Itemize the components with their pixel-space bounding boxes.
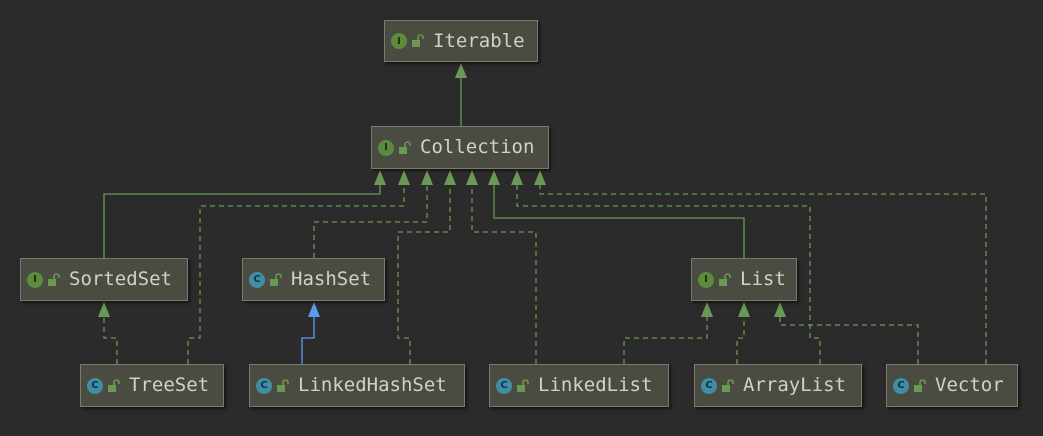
node-arraylist[interactable]: C ArrayList [694, 364, 862, 407]
arrowhead-sortedset-to-collection [374, 170, 386, 185]
arrowhead-treeset-to-sortedset [98, 302, 110, 317]
node-label: Collection [420, 136, 535, 158]
class-icon: C [87, 377, 103, 394]
interface-icon: I [698, 271, 714, 288]
edge-arraylist-to-list [736, 317, 745, 364]
arrowhead-linkedhashset-to-collection [444, 170, 456, 185]
node-label: ArrayList [743, 374, 846, 396]
node-label: List [740, 268, 786, 290]
edge-hashset-to-collection [313, 185, 428, 258]
interface-icon: I [391, 33, 407, 49]
edge-linkedlist-to-collection [471, 185, 537, 364]
class-icon: C [256, 377, 272, 394]
edge-vector-to-list [779, 317, 919, 364]
node-label: Iterable [433, 29, 525, 52]
interface-icon: I [378, 139, 394, 156]
arrowhead-hashset-to-collection [421, 170, 433, 185]
node-label: LinkedHashSet [298, 374, 447, 396]
node-treeset[interactable]: C TreeSet [80, 364, 224, 407]
lock-open-icon [108, 378, 120, 392]
lock-open-icon [270, 272, 282, 286]
arrowhead-treeset-to-collection [398, 170, 410, 185]
arrowhead-vector-to-list [774, 302, 786, 317]
lock-open-icon [48, 272, 60, 286]
node-list[interactable]: I List [691, 258, 797, 301]
lock-open-icon [277, 378, 289, 392]
node-vector[interactable]: C Vector [886, 364, 1018, 407]
node-label: TreeSet [129, 374, 210, 396]
lock-open-icon [412, 34, 424, 47]
lock-open-icon [914, 378, 926, 392]
edge-linkedhashset-to-hashset [301, 317, 315, 364]
node-hashset[interactable]: C HashSet [242, 258, 385, 301]
arrowhead-linkedlist-to-list [701, 302, 713, 317]
edge-treeset-to-sortedset [103, 317, 118, 364]
node-linkedhashset[interactable]: C LinkedHashSet [249, 364, 465, 407]
arrowhead-vector-to-collection [534, 170, 546, 185]
edge-linkedhashset-to-collection [397, 185, 451, 364]
lock-open-icon [517, 378, 529, 392]
arrowhead-arraylist-to-collection [511, 170, 523, 185]
node-label: HashSet [291, 268, 372, 290]
node-label: Vector [935, 374, 1004, 396]
class-icon: C [893, 377, 909, 394]
edge-sortedset-to-collection [103, 185, 381, 258]
node-label: LinkedList [538, 374, 653, 396]
node-sortedset[interactable]: I SortedSet [20, 258, 188, 301]
edge-linkedlist-to-list [623, 317, 708, 364]
lock-open-icon [719, 272, 731, 286]
node-collection[interactable]: I Collection [371, 126, 549, 169]
arrowhead-list-to-collection [488, 170, 500, 185]
arrowhead-linkedhashset-to-hashset [308, 302, 320, 317]
arrowhead-arraylist-to-list [738, 302, 750, 317]
node-iterable[interactable]: I Iterable [384, 20, 538, 62]
lock-open-icon [399, 140, 411, 154]
arrowhead-collection-to-iterable [455, 63, 467, 78]
class-icon: C [496, 377, 512, 394]
interface-icon: I [27, 271, 43, 288]
edge-arraylist-to-collection [516, 185, 821, 364]
edge-vector-to-collection [539, 185, 987, 364]
lock-open-icon [722, 378, 734, 392]
edge-treeset-to-collection [187, 185, 405, 364]
class-icon: C [701, 377, 717, 394]
node-linkedlist[interactable]: C LinkedList [489, 364, 669, 407]
edge-list-to-collection [493, 185, 745, 258]
node-label: SortedSet [69, 268, 172, 290]
class-icon: C [249, 271, 265, 288]
arrowhead-linkedlist-to-collection [466, 170, 478, 185]
